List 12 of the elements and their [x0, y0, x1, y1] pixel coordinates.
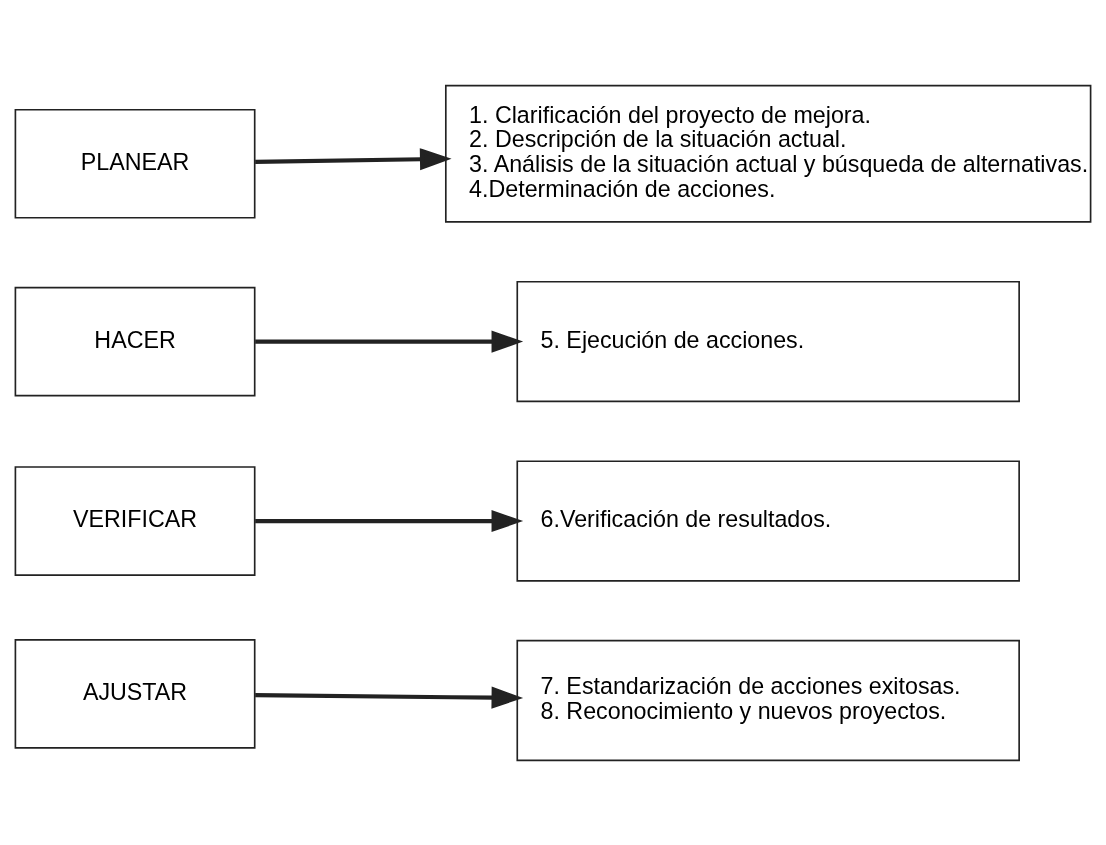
node-box: 7. Estandarización de acciones exitosas. 8. Reconocimiento y nuevos proyectos. [516, 639, 1020, 761]
node-box: PLANEAR [14, 108, 256, 219]
node-box: 5. Ejecución de acciones. [516, 280, 1020, 402]
node-box: 6.Verificación de resultados. [516, 459, 1020, 582]
arrow [255, 330, 524, 353]
node-box: 1. Clarificación del proyecto de mejora. 2. Descripción de la situación actual. 3. Análisis de la situación actual y búsqueda de alternativas. 4.Determinación de acciones. [445, 84, 1092, 223]
node-box: HACER [14, 286, 256, 396]
arrow [255, 686, 524, 709]
arrow [255, 509, 524, 532]
node-box: VERIFICAR [14, 465, 256, 576]
arrow [255, 147, 452, 170]
node-box: AJUSTAR [14, 638, 256, 749]
